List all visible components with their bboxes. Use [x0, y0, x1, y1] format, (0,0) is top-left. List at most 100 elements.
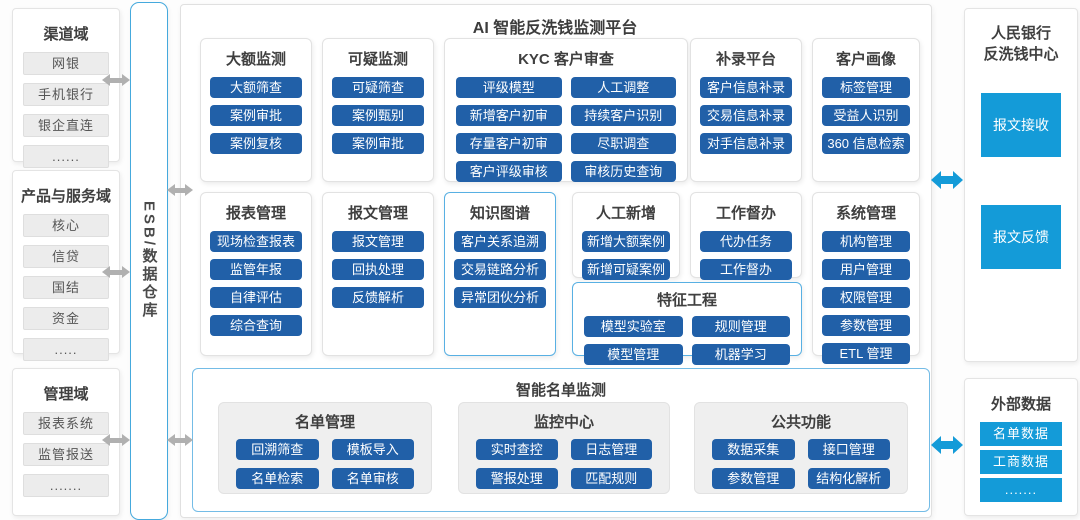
function-chip[interactable]: 标签管理 [822, 77, 910, 98]
arrowhead-right [122, 434, 130, 446]
module-title: 报表管理 [225, 205, 286, 222]
arrow-esb-to-platform-top [167, 184, 193, 196]
arrowhead-left [102, 434, 110, 446]
function-chip[interactable]: 参数管理 [712, 468, 795, 489]
group-public-functions: 公共功能 数据采集接口管理参数管理结构化解析 [694, 402, 908, 494]
function-chip[interactable]: 异常团伙分析 [454, 287, 546, 308]
function-chip[interactable]: 参数管理 [822, 315, 910, 336]
function-chip[interactable]: 受益人识别 [822, 105, 910, 126]
function-chip[interactable]: 数据采集 [712, 439, 795, 460]
module-functions: 模型实验室规则管理模型管理机器学习 [573, 316, 801, 365]
function-chip[interactable]: 新增客户初审 [456, 105, 562, 126]
arrow-channel-to-esb [102, 74, 130, 86]
function-chip[interactable]: 回执处理 [332, 259, 424, 280]
module-functions: 新增大额案例新增可疑案例 [573, 231, 679, 280]
module-title: 报文管理 [347, 205, 408, 222]
function-chip[interactable]: 案例审批 [210, 105, 302, 126]
module-functions: 客户关系追溯交易链路分析异常团伙分析 [445, 231, 555, 308]
module-kyc-review: KYC 客户审查 评级模型人工调整新增客户初审持续客户识别存量客户初审尽职调查客… [444, 38, 688, 182]
domain-item: 银企直连 [23, 114, 109, 137]
function-chip[interactable]: 报文管理 [332, 231, 424, 252]
domain-item: 核心 [23, 214, 109, 237]
function-chip[interactable]: 模型管理 [584, 344, 683, 365]
function-chip[interactable]: 人工调整 [570, 77, 676, 98]
function-chip[interactable]: 监管年报 [210, 259, 302, 280]
function-chip[interactable]: ETL 管理 [822, 343, 910, 364]
pboc-aml-center-panel: 人民银行 反洗钱中心 报文接收 报文反馈 [964, 8, 1078, 362]
function-chip[interactable]: 机构管理 [822, 231, 910, 252]
function-chip[interactable]: 用户管理 [822, 259, 910, 280]
function-chip[interactable]: 名单审核 [331, 468, 414, 489]
module-feature-engineering: 特征工程 模型实验室规则管理模型管理机器学习 [572, 282, 802, 365]
arrow-platform-to-external-data [931, 436, 963, 454]
function-chip[interactable]: 结构化解析 [807, 468, 890, 489]
external-data-panel: 外部数据 名单数据工商数据....... [964, 378, 1078, 516]
function-chip[interactable]: 权限管理 [822, 287, 910, 308]
function-chip[interactable]: 客户评级审核 [456, 161, 562, 182]
function-chip[interactable]: 工作督办 [700, 259, 792, 280]
arrowhead-left [167, 184, 175, 196]
function-chip[interactable]: 大额筛查 [210, 77, 302, 98]
external-data-item[interactable]: 工商数据 [980, 450, 1062, 474]
module-system-management: 系统管理 机构管理用户管理权限管理参数管理 ETL 管理 [812, 192, 920, 364]
function-chip[interactable]: 客户信息补录 [700, 77, 792, 98]
function-chip[interactable]: 360 信息检索 [822, 133, 910, 154]
function-chip[interactable]: 存量客户初审 [456, 133, 562, 154]
message-receive-block[interactable]: 报文接收 [981, 93, 1061, 157]
module-functions: 可疑筛查案例甄别案例审批 [323, 77, 433, 154]
function-chip[interactable]: 自律评估 [210, 287, 302, 308]
function-chip[interactable]: 规则管理 [691, 316, 790, 337]
function-chip[interactable]: 案例审批 [332, 133, 424, 154]
module-title: 知识图谱 [469, 205, 530, 222]
function-chip[interactable]: 匹配规则 [570, 468, 652, 489]
function-chip[interactable]: 机器学习 [691, 344, 790, 365]
function-chip[interactable]: 警报处理 [476, 468, 558, 489]
external-data-item[interactable]: ....... [980, 478, 1062, 502]
function-chip[interactable]: 模型实验室 [584, 316, 683, 337]
function-chip[interactable]: 模板导入 [331, 439, 414, 460]
external-data-items: 名单数据工商数据....... [965, 422, 1077, 502]
function-chip[interactable]: 对手信息补录 [700, 133, 792, 154]
smart-list-monitoring-title: 智能名单监测 [515, 382, 606, 399]
channel-domain-title: 渠道域 [43, 26, 89, 43]
module-supplement-platform: 补录平台 客户信息补录交易信息补录对手信息补录 [690, 38, 802, 182]
function-chip[interactable]: 交易链路分析 [454, 259, 546, 280]
message-feedback-block[interactable]: 报文反馈 [981, 205, 1061, 269]
module-title: 大额监测 [225, 51, 286, 68]
function-chip[interactable]: 新增大额案例 [582, 231, 670, 252]
function-chip[interactable]: 案例甄别 [332, 105, 424, 126]
function-chip[interactable]: 日志管理 [570, 439, 652, 460]
function-chip[interactable]: 可疑筛查 [332, 77, 424, 98]
arrowhead-left [167, 434, 175, 446]
group-monitoring-center: 监控中心 实时查控日志管理警报处理匹配规则 [458, 402, 670, 494]
external-data-item[interactable]: 名单数据 [980, 422, 1062, 446]
module-large-amount-monitoring: 大额监测 大额筛查案例审批案例复核 [200, 38, 312, 182]
function-chip[interactable]: 回溯筛查 [236, 439, 319, 460]
function-chip[interactable]: 案例复核 [210, 133, 302, 154]
function-chip[interactable]: 名单检索 [236, 468, 319, 489]
function-chip[interactable]: 持续客户识别 [570, 105, 676, 126]
function-chip[interactable]: 实时查控 [476, 439, 558, 460]
arrow-bar [941, 176, 953, 184]
arrow-bar [110, 437, 122, 443]
function-chip[interactable]: 尽职调查 [570, 133, 676, 154]
module-title: KYC 客户审查 [518, 51, 614, 68]
domain-item: 网银 [23, 52, 109, 75]
module-functions: 评级模型人工调整新增客户初审持续客户识别存量客户初审尽职调查客户评级审核审核历史… [445, 77, 687, 182]
function-chip[interactable]: 客户关系追溯 [454, 231, 546, 252]
function-chip[interactable]: 审核历史查询 [570, 161, 676, 182]
function-chip[interactable]: 代办任务 [700, 231, 792, 252]
platform-title: AI 智能反洗钱监测平台 [472, 20, 638, 37]
arrowhead-left [931, 171, 941, 189]
function-chip[interactable]: 反馈解析 [332, 287, 424, 308]
function-chip[interactable]: 现场检查报表 [210, 231, 302, 252]
arrow-bar [175, 187, 185, 193]
module-title: 系统管理 [835, 205, 896, 222]
function-chip[interactable]: 综合查询 [210, 315, 302, 336]
domain-item: 报表系统 [23, 412, 109, 435]
function-chip[interactable]: 交易信息补录 [700, 105, 792, 126]
function-chip[interactable]: 评级模型 [456, 77, 562, 98]
function-chip[interactable]: 新增可疑案例 [582, 259, 670, 280]
function-chip[interactable]: 接口管理 [807, 439, 890, 460]
